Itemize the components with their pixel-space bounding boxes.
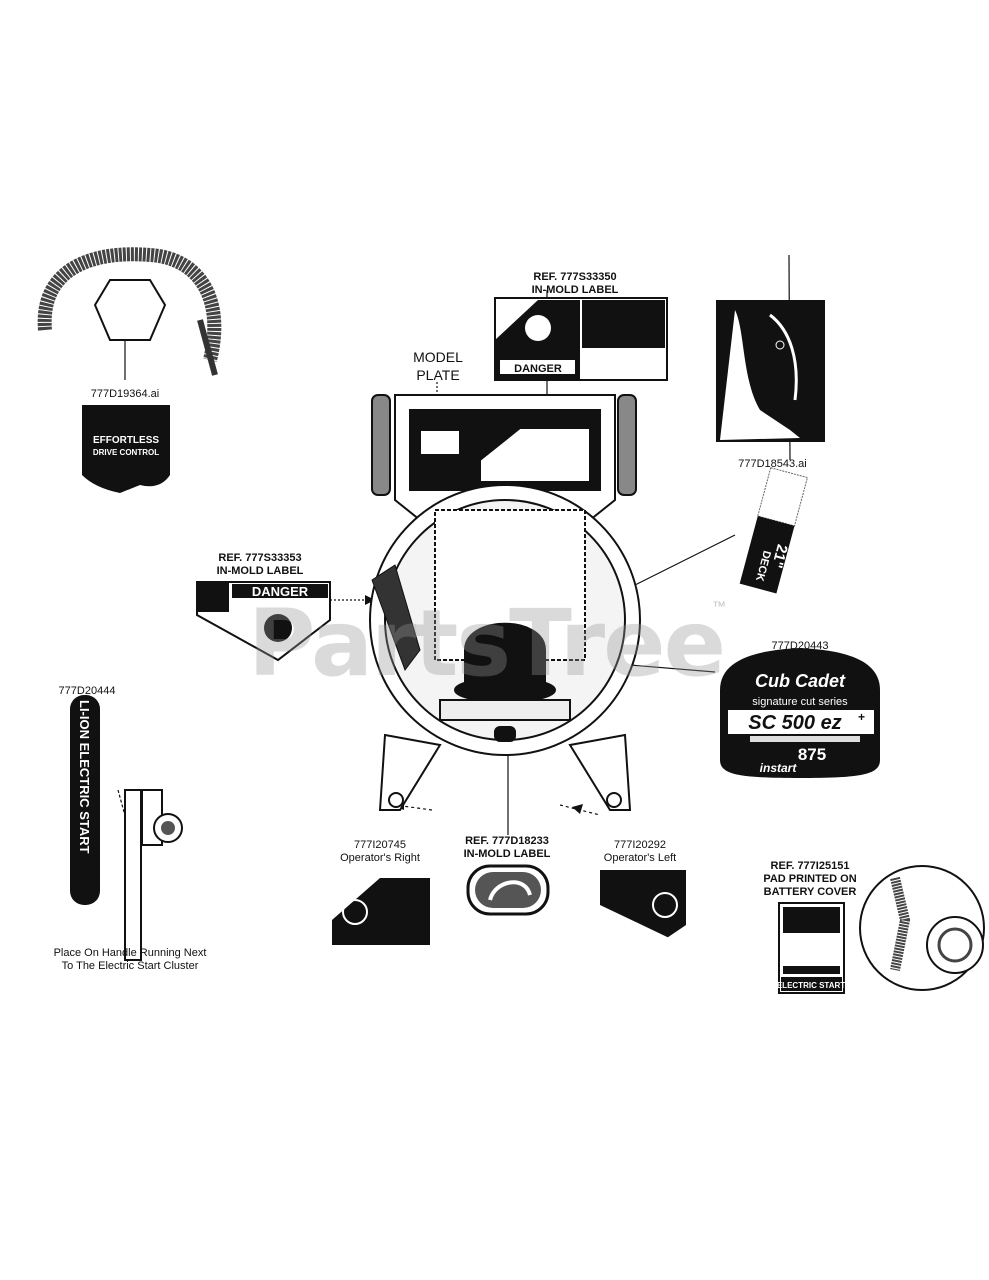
model-name-text: SC 500 ez [748,712,841,734]
operators-left-label: Operator's Left [603,852,677,864]
handle-illustration [37,247,222,376]
electric-start-text: ELECTRIC START [777,981,845,990]
ref-777d18233-label: REF. 777D18233 [465,835,549,847]
place-note-line1: Place On Handle Running Next [53,947,207,959]
liion-strip [70,695,183,961]
danger-label-top [494,297,668,381]
ref-777s33350-label: REF. 777S33350 [533,271,617,283]
ref-777i25151-label: REF. 777I25151 [770,860,850,872]
in-mold-label-left: IN-MOLD LABEL [216,565,304,577]
deck-size-tag [739,467,809,594]
pad-printed-label: PAD PRINTED ON [763,873,857,885]
model-sup-text: + [858,710,865,724]
operator-left-decal [600,870,686,946]
ref-777s33353-label: REF. 777S33353 [218,552,302,564]
part-777d18543-label: 777D18543.ai [738,458,807,470]
brand-text: Cub Cadet [755,671,846,691]
effortless-line2: DRIVE CONTROL [93,448,159,457]
operators-right-label: Operator's Right [340,852,420,864]
part-777i20745-label: 777I20745 [354,839,406,851]
displacement-text: 875 [798,745,826,764]
watermark-text: PartsTree [248,590,726,697]
in-mold-label-bottom: IN-MOLD LABEL [463,848,551,860]
effortless-line1: EFFORTLESS [93,435,159,446]
series-text: signature cut series [752,696,848,708]
battery-detail [859,865,985,991]
part-777d19364-label: 777D19364.ai [90,388,160,400]
part-777d20443-label: 777D20443 [771,640,829,652]
liion-text: LI-ION ELECTRIC START [77,700,92,854]
part-777i20292-label: 777I20292 [614,839,666,851]
place-note-line2: To The Electric Start Cluster [61,960,199,972]
battery-cover-label: BATTERY COVER [763,886,857,898]
mower-body [369,394,641,811]
danger-label-left [196,581,331,662]
effortless-decal [82,405,170,493]
model-label: MODEL [413,349,463,365]
battery-cover-decal [778,902,845,994]
danger-left-text: DANGER [252,584,309,599]
operator-right-decal [332,878,430,945]
in-mold-label-top: IN-MOLD LABEL [531,284,619,296]
grip-photo-panel [716,300,825,442]
part-777d20444-label: 777D20444 [58,685,116,697]
brand-decal [720,648,880,778]
plate-label: PLATE [416,367,460,383]
mower-side-grille [371,564,421,672]
in-mold-oval [466,864,550,916]
watermark-trademark: ™ [712,598,726,614]
instart-text: instart [760,761,798,775]
deck-size-text: 21" [768,542,791,569]
danger-top-text: DANGER [514,363,562,375]
